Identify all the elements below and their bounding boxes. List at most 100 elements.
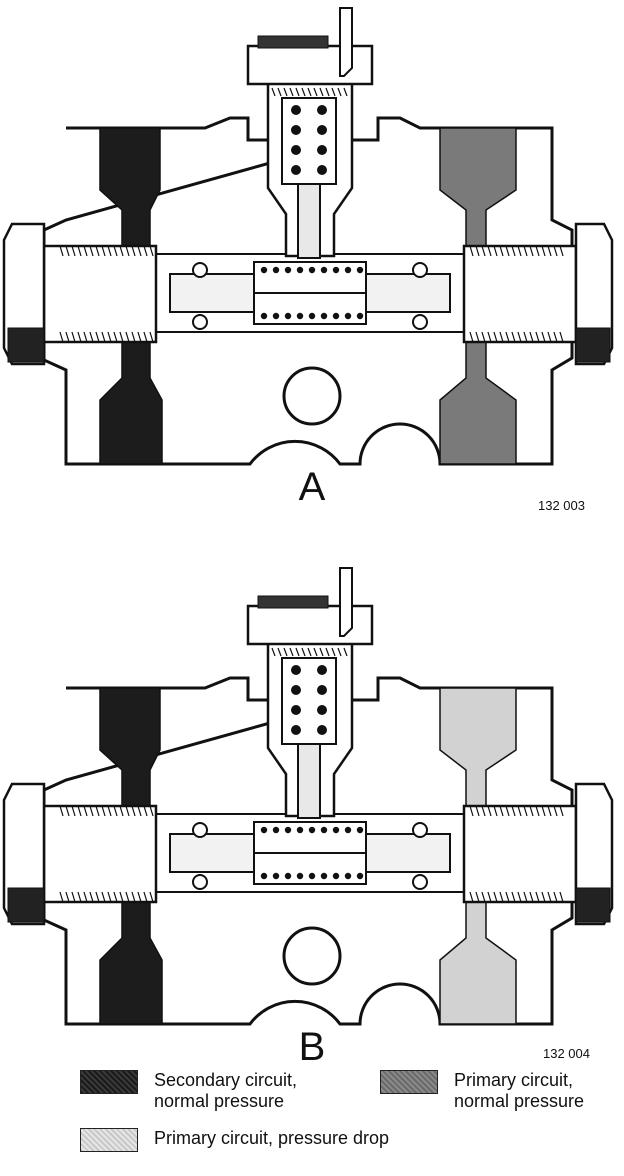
left-nut-shadow [7,327,45,363]
spring-coil [332,312,340,320]
spring-coil [308,312,316,320]
legend-label-secondary-normal: Secondary circuit, normal pressure [154,1070,297,1112]
valve-diagram-a: A [0,0,624,520]
right-piston [365,833,451,873]
spring-coil [272,312,280,320]
spring-coil [344,266,352,274]
right-nut-shadow [575,327,611,363]
right-end-plug [462,804,578,904]
thread-lines [271,647,348,657]
left-end-plug [42,244,158,344]
switch-cap-top [257,35,329,49]
spring-coil [320,312,328,320]
valve-group [2,7,614,466]
switch-coil [291,725,301,735]
legend-text-line: normal pressure [154,1091,285,1111]
left-lower-port [99,327,163,465]
left-piston [169,273,255,313]
legend-primary-drop: Primary circuit, pressure drop [80,1128,389,1152]
thread-lines [271,87,348,97]
legend-primary-normal: Primary circuit, normal pressure [380,1070,584,1112]
left-lower-port [99,887,163,1025]
switch-coil [291,685,301,695]
o-ring [192,314,208,330]
mounting-hole [282,366,342,426]
spring-coil [284,266,292,274]
thread-lines [59,891,154,903]
left-nut-shadow [7,887,45,923]
switch-coil [291,165,301,175]
legend-swatch-primary-normal [380,1070,438,1094]
switch-coil [317,145,327,155]
o-ring [412,874,428,890]
thread-lines [469,891,564,903]
legend-text-line: Secondary circuit, [154,1070,298,1090]
legend-secondary-normal: Secondary circuit, normal pressure [80,1070,297,1112]
terminal-blade [339,7,353,77]
spring-coil [356,312,364,320]
legend-text-line: normal pressure [454,1091,585,1111]
switch-coil [317,665,327,675]
legend-label-primary-normal: Primary circuit, normal pressure [454,1070,584,1112]
switch-coil [317,685,327,695]
right-nut-shadow [575,887,611,923]
spring-coil [296,266,304,274]
legend-text-line: Primary circuit, [454,1070,574,1090]
left-end-plug [42,804,158,904]
figure-code-b: 132 004 [543,1046,590,1061]
right-lower-port [439,887,517,1025]
spring-coil [284,312,292,320]
o-ring [192,874,208,890]
spring-coil [320,826,328,834]
spring-coil [296,312,304,320]
o-ring [412,262,428,278]
switch-coil-block [281,97,337,185]
figure-label: B [299,1025,326,1069]
spring-coil [332,872,340,880]
switch-coil [317,125,327,135]
switch-coil [291,705,301,715]
switch-cap-top [257,595,329,609]
spring-coil [332,266,340,274]
switch-coil [291,125,301,135]
spring-coil [356,266,364,274]
legend-label-primary-drop: Primary circuit, pressure drop [154,1128,389,1149]
spring-coil [272,266,280,274]
spring-coil [296,826,304,834]
o-ring [192,822,208,838]
spring-coil [344,872,352,880]
valve-cross-section-b: B [2,567,614,1069]
thread-lines [469,331,564,343]
right-lower-port [439,327,517,465]
figure-label: A [299,465,326,509]
legend-text-line: Primary circuit, pressure drop [154,1128,390,1148]
spring-coil [284,826,292,834]
switch-cap [246,604,374,646]
thread-lines [59,331,154,343]
o-ring [192,262,208,278]
valve-group [2,567,614,1026]
right-piston [365,273,451,313]
spring-coil [356,826,364,834]
spring-coil [260,826,268,834]
spring-coil [320,872,328,880]
spring-coil [320,266,328,274]
legend-swatch-secondary-normal [80,1070,138,1094]
thread-lines [59,245,154,257]
thread-lines [469,805,564,817]
thread-lines [469,245,564,257]
switch-cap [246,44,374,86]
switch-coil [317,165,327,175]
o-ring [412,314,428,330]
spring-coil [308,872,316,880]
switch-plunger [297,743,321,819]
mounting-hole [282,926,342,986]
thread-lines [59,805,154,817]
terminal-blade [339,567,353,637]
spring-coil [308,826,316,834]
left-piston [169,833,255,873]
spring-coil [260,312,268,320]
spring-coil [272,872,280,880]
switch-coil [291,665,301,675]
switch-coil [291,145,301,155]
